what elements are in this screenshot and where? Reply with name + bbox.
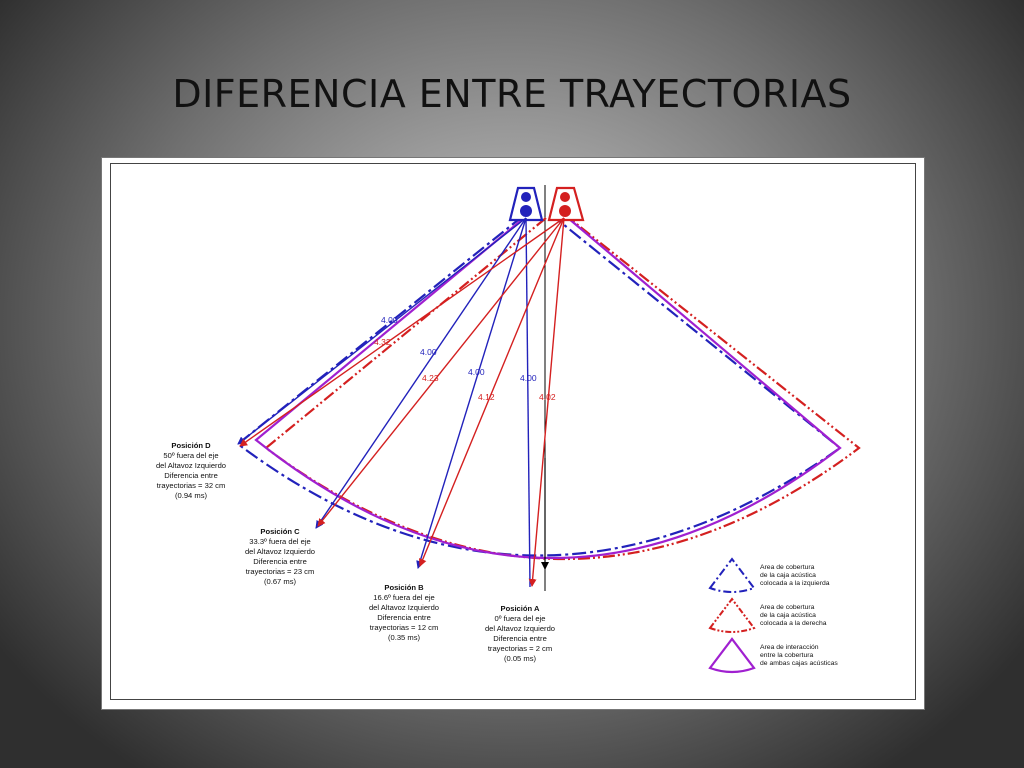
figure-frame [110, 163, 916, 700]
figure-panel: 4.00 4.32 4.00 4.23 4.00 4.12 4.00 4.02 … [101, 157, 925, 710]
legend-left-swatch [708, 557, 756, 593]
legend-overlap-line1: Area de interacción [760, 644, 819, 651]
position-a-title: Posición A [501, 604, 540, 613]
dist-label-c-right: 4.23 [422, 373, 439, 383]
position-c-line2: del Altavoz Izquierdo [245, 547, 315, 556]
dist-label-d-right: 4.32 [374, 337, 391, 347]
coverage-diagram: 4.00 4.32 4.00 4.23 4.00 4.12 4.00 4.02 … [156, 185, 861, 674]
position-c-line3: Diferencia entre [253, 557, 307, 566]
position-b-line5: (0.35 ms) [388, 633, 421, 642]
position-a-line1: 0º fuera del eje [495, 614, 546, 623]
overlap-outline [254, 217, 842, 560]
position-d-annotation: Posición D 50º fuera del eje del Altavoz… [156, 441, 226, 500]
position-a-line5: (0.05 ms) [504, 654, 537, 663]
position-c-title: Posición C [260, 527, 300, 536]
position-d-line1: 50º fuera del eje [163, 451, 218, 460]
legend-left: Area de cobertura de la caja acústica co… [708, 557, 830, 593]
path-a-left [525, 217, 531, 588]
right-speaker-icon [547, 186, 585, 222]
legend-right-line2: de la caja acústica [760, 612, 816, 619]
position-a-annotation: Posición A 0º fuera del eje del Altavoz … [485, 604, 555, 663]
slide-title: DIFERENCIA ENTRE TRAYECTORIAS [172, 72, 852, 116]
path-b-right [418, 217, 565, 567]
position-b-title: Posición B [384, 583, 424, 592]
legend-overlap-swatch [708, 637, 756, 674]
position-d-line3: Diferencia entre [164, 471, 218, 480]
legend-left-line3: colocada a la izquierda [760, 580, 830, 587]
position-a-line4: trayectorias = 2 cm [488, 644, 552, 653]
dist-label-a-left: 4.00 [520, 373, 537, 383]
position-c-annotation: Posición C 33.3º fuera del eje del Altav… [245, 527, 315, 586]
dist-label-a-right: 4.02 [539, 392, 556, 402]
position-d-line4: trayectorias = 32 cm [157, 481, 226, 490]
path-a-right [528, 217, 565, 587]
legend-right-line1: Area de cobertura [760, 604, 815, 611]
dist-label-b-right: 4.12 [478, 392, 495, 402]
path-c-right [317, 217, 565, 527]
dist-label-b-left: 4.00 [468, 367, 485, 377]
position-d-line5: (0.94 ms) [175, 491, 208, 500]
legend-right-line3: colocada a la derecha [760, 620, 827, 627]
legend-right: Area de cobertura de la caja acústica co… [708, 597, 827, 633]
legend-overlap-line3: de ambas cajas acústicas [760, 660, 838, 667]
legend-overlap-line2: entre la cobertura [760, 652, 813, 659]
position-a-line2: del Altavoz Izquierdo [485, 624, 555, 633]
position-b-line1: 16.6º fuera del eje [373, 593, 434, 602]
position-d-line2: del Altavoz Izquierdo [156, 461, 226, 470]
position-b-line3: Diferencia entre [377, 613, 431, 622]
left-coverage-outline [236, 215, 842, 557]
path-d-right [239, 217, 565, 447]
position-b-line4: trayectorias = 12 cm [370, 623, 439, 632]
legend-overlap: Area de interacción entre la cobertura d… [708, 637, 838, 674]
position-d-title: Posición D [171, 441, 211, 450]
dist-label-d-left: 4.00 [381, 315, 398, 325]
dist-label-c-left: 4.00 [420, 347, 437, 357]
left-speaker-icon [508, 186, 544, 222]
position-b-line2: del Altavoz Izquierdo [369, 603, 439, 612]
position-c-line4: trayectorias = 23 cm [246, 567, 315, 576]
legend-left-line1: Area de cobertura [760, 564, 815, 571]
path-d-left [237, 217, 527, 445]
legend-left-line2: de la caja acústica [760, 572, 816, 579]
position-b-annotation: Posición B 16.6º fuera del eje del Altav… [369, 583, 439, 642]
position-c-line5: (0.67 ms) [264, 577, 297, 586]
position-a-line3: Diferencia entre [493, 634, 547, 643]
position-c-line1: 33.3º fuera del eje [249, 537, 310, 546]
legend-right-swatch [708, 597, 756, 633]
path-c-left [315, 217, 527, 529]
path-b-left [416, 217, 527, 569]
